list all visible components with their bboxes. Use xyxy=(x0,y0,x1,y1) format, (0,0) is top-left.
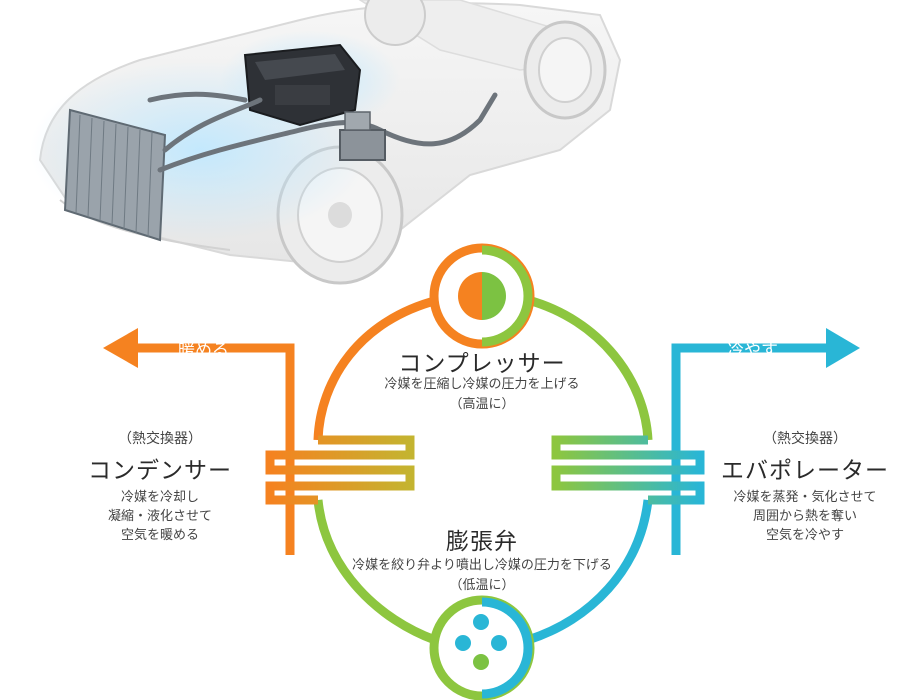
loop-right-lower xyxy=(526,499,653,645)
evaporator-paren: （熱交換器） xyxy=(763,431,847,447)
compressor-node xyxy=(429,243,535,349)
condenser-unit xyxy=(63,108,167,242)
wheel-rear-left xyxy=(364,0,426,46)
evaporator-title: エバポレーター xyxy=(721,458,889,484)
loop-right-upper xyxy=(526,295,653,441)
condenser-coil xyxy=(265,435,415,505)
valve-title: 膨張弁 xyxy=(446,529,518,555)
valve-desc-sub: （低温に） xyxy=(449,578,515,593)
compressor-desc-sub: （高温に） xyxy=(449,397,515,412)
evaporator-desc-1: 冷媒を蒸発・気化させて xyxy=(733,490,877,505)
wheel-rear xyxy=(523,20,607,120)
compressor-desc: 冷媒を圧縮し冷媒の圧力を上げる xyxy=(384,377,580,392)
condenser-desc-3: 空気を暖める xyxy=(120,528,199,543)
evaporator-desc-3: 空気を冷やす xyxy=(765,528,844,543)
warm-label: 暖める xyxy=(178,341,229,361)
evaporator-coil xyxy=(551,435,705,505)
condenser-title: コンデンサー xyxy=(88,458,232,484)
condenser-desc-2: 凝縮・液化させて xyxy=(107,509,212,524)
evaporator-desc-2: 周囲から熱を奪い xyxy=(752,509,857,524)
loop-left-upper xyxy=(313,295,440,441)
compressor-title: コンプレッサー xyxy=(398,351,566,377)
compressor-unit xyxy=(339,111,386,161)
condenser-desc-1: 冷媒を冷却し xyxy=(120,490,199,505)
hvac-unit xyxy=(243,43,362,127)
condenser-paren: （熱交換器） xyxy=(118,431,202,447)
cool-label: 冷やす xyxy=(727,341,778,361)
valve-node xyxy=(429,595,535,700)
valve-desc: 冷媒を絞り弁より噴出し冷媒の圧力を下げる xyxy=(352,558,612,573)
loop-left-lower xyxy=(313,499,437,645)
